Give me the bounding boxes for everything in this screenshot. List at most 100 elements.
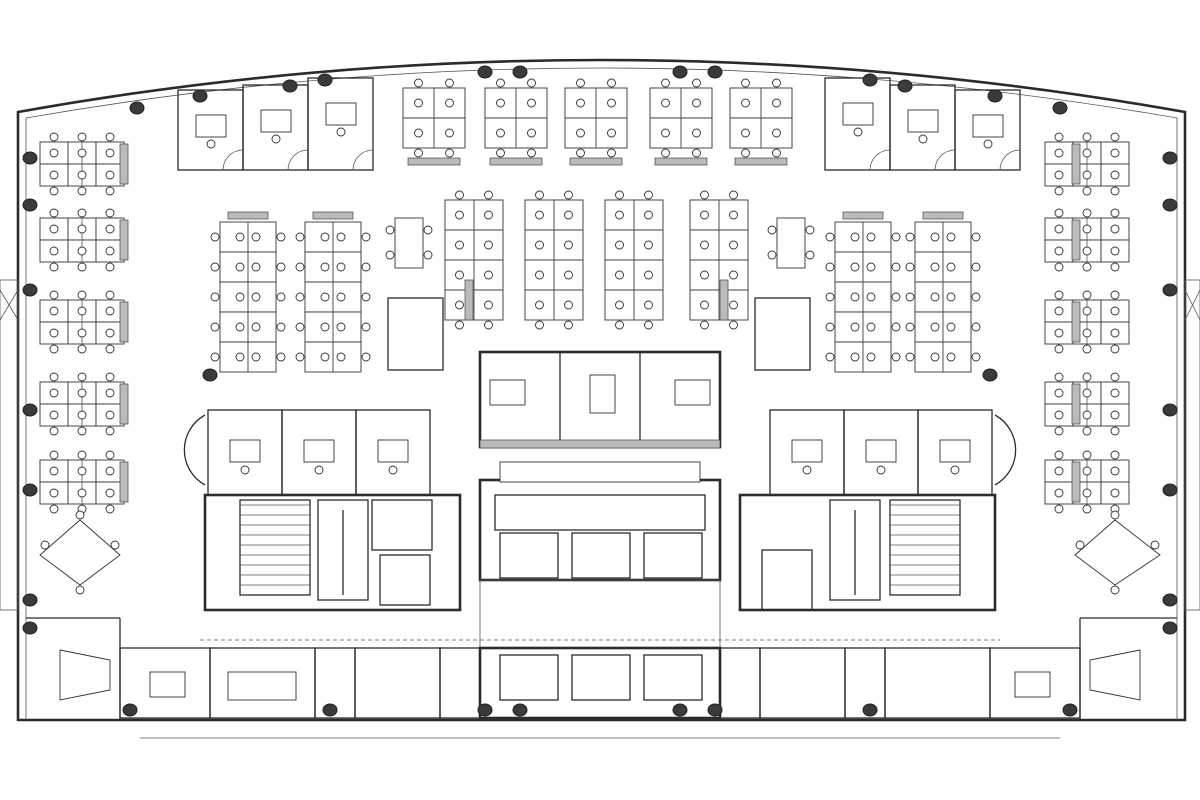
lobby <box>494 494 706 531</box>
chair <box>414 128 423 138</box>
chair <box>700 270 709 280</box>
planter <box>312 211 354 220</box>
planter <box>1071 461 1081 503</box>
chair <box>772 98 781 108</box>
chair <box>946 322 956 332</box>
chair <box>983 139 993 149</box>
chair <box>850 322 860 332</box>
chair <box>1054 466 1064 476</box>
chair <box>700 210 709 220</box>
chair <box>484 300 493 310</box>
chair <box>110 540 120 550</box>
chair <box>77 388 87 398</box>
chair <box>336 352 346 362</box>
chair <box>77 306 87 316</box>
furniture <box>39 78 1161 701</box>
chair <box>49 148 59 158</box>
chair <box>496 78 505 88</box>
chair <box>1054 410 1064 420</box>
chair <box>251 292 261 302</box>
chair <box>1082 186 1092 196</box>
chair <box>49 132 59 142</box>
chair <box>210 292 220 302</box>
chair <box>276 262 286 272</box>
chair <box>361 292 371 302</box>
chair <box>49 426 59 436</box>
chair <box>1110 410 1120 420</box>
chair <box>49 306 59 316</box>
chair <box>644 300 653 310</box>
column <box>897 79 913 93</box>
chair <box>210 232 220 242</box>
chair <box>445 148 454 158</box>
chair <box>1054 186 1064 196</box>
chair <box>1082 208 1092 218</box>
planter <box>654 157 708 166</box>
chair <box>805 225 815 235</box>
right-core <box>738 493 997 612</box>
chair <box>105 306 115 316</box>
chair <box>564 190 573 200</box>
chair <box>700 300 709 310</box>
chair <box>1054 388 1064 398</box>
chair <box>320 292 330 302</box>
chair <box>905 352 915 362</box>
chair <box>946 292 956 302</box>
curved-reception <box>183 414 206 486</box>
chair <box>971 292 981 302</box>
chair <box>320 232 330 242</box>
chair <box>77 344 87 354</box>
chair <box>210 322 220 332</box>
column <box>22 403 38 417</box>
chair <box>1054 328 1064 338</box>
planter <box>119 461 129 503</box>
chair <box>1082 148 1092 158</box>
chair <box>576 148 585 158</box>
chair <box>235 322 245 332</box>
planter <box>922 211 964 220</box>
chair <box>251 352 261 362</box>
bottom-room <box>884 647 991 719</box>
chair <box>729 300 738 310</box>
right-facade-frame <box>1184 279 1200 611</box>
chair <box>930 292 940 302</box>
angled-workstation <box>39 519 121 586</box>
bottom-room <box>439 647 481 719</box>
chair <box>729 190 738 200</box>
column <box>22 483 38 497</box>
lift-lobby <box>479 579 721 649</box>
chair <box>105 426 115 436</box>
chair <box>729 270 738 280</box>
column <box>317 73 333 87</box>
chair <box>40 540 50 550</box>
left-core <box>203 493 462 612</box>
table <box>674 379 711 406</box>
chair <box>251 322 261 332</box>
desk <box>247 341 277 373</box>
chair <box>484 270 493 280</box>
door-swing <box>287 149 309 171</box>
chair <box>235 262 245 272</box>
chair <box>496 148 505 158</box>
chair <box>850 292 860 302</box>
chair <box>866 292 876 302</box>
exterior-wall <box>16 58 1187 722</box>
chair <box>950 465 960 475</box>
meeting-table <box>776 217 806 269</box>
chair <box>77 372 87 382</box>
planter <box>407 157 461 166</box>
chair <box>105 372 115 382</box>
chair <box>455 300 464 310</box>
chair <box>644 320 653 330</box>
chair <box>455 240 464 250</box>
chair <box>276 292 286 302</box>
chair <box>445 98 454 108</box>
chair <box>1054 488 1064 498</box>
chair <box>49 372 59 382</box>
chair <box>105 224 115 234</box>
column <box>672 703 688 717</box>
chair <box>905 292 915 302</box>
chair <box>105 504 115 514</box>
chair <box>105 450 115 460</box>
elevator <box>761 549 813 611</box>
